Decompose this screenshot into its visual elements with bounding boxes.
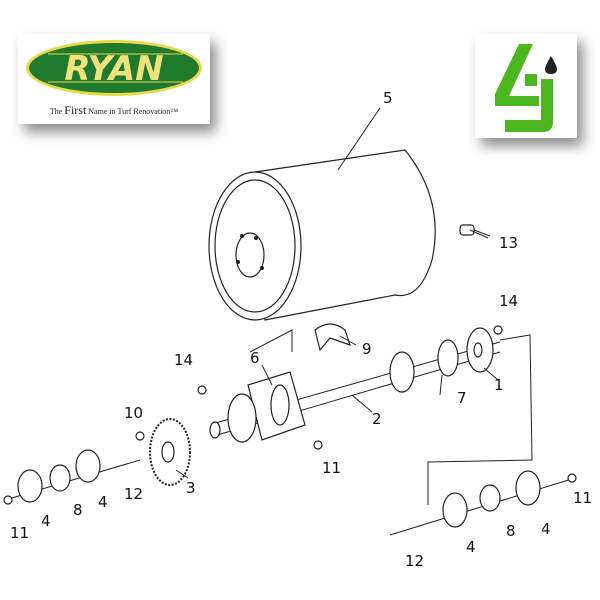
fourj-logo (475, 34, 577, 138)
callout-11: 11 (573, 489, 592, 507)
callout-11: 11 (322, 459, 341, 477)
bearing-flange-part (515, 470, 541, 506)
bearing-part (49, 464, 71, 492)
bearing-part (479, 484, 501, 512)
callout-4: 4 (466, 538, 476, 556)
ryan-emblem: RYAN (26, 40, 202, 96)
tagline-suffix: Name in Turf Renovation™ (88, 107, 179, 116)
drum-part (208, 149, 436, 321)
callout-9: 9 (362, 340, 372, 358)
callout-4: 4 (41, 512, 51, 530)
callout-12: 12 (405, 552, 424, 570)
callout-5: 5 (383, 89, 393, 107)
ryan-brand-text: RYAN (64, 49, 163, 89)
callout-3: 3 (186, 479, 196, 497)
bracket-part (314, 323, 351, 352)
callout-11: 11 (10, 524, 29, 542)
callout-12: 12 (124, 485, 143, 503)
nut-part (567, 473, 577, 483)
callout-14: 14 (499, 292, 518, 310)
callout-8: 8 (73, 501, 83, 519)
ryan-tagline: The First Name in Turf Renovation™ (18, 103, 210, 118)
flange-part (437, 339, 459, 377)
callout-1: 1 (494, 376, 504, 394)
sprocket-part (149, 418, 191, 486)
bearing-flange-part (17, 469, 43, 503)
callout-6: 6 (250, 349, 260, 367)
callout-10: 10 (124, 404, 143, 422)
tagline-prefix: The (49, 107, 63, 116)
grease-fitting-part (459, 224, 491, 237)
nut-part (3, 495, 13, 505)
callout-2: 2 (372, 410, 382, 428)
tagline-emphasis: First (64, 103, 87, 117)
bearing-flange-part (75, 449, 101, 483)
oil-drop-icon (545, 56, 557, 74)
plate-part (227, 371, 306, 443)
bearing-flange-part (442, 492, 468, 528)
hub-part (389, 351, 415, 393)
callout-13: 13 (499, 234, 518, 252)
ryan-logo: RYAN The First Name in Turf Renovation™ (18, 34, 210, 124)
callout-8: 8 (506, 522, 516, 540)
callout-4: 4 (541, 520, 551, 538)
callout-14: 14 (174, 351, 193, 369)
callout-7: 7 (457, 389, 467, 407)
fourj-emblem (495, 44, 557, 132)
callout-4: 4 (98, 493, 108, 511)
